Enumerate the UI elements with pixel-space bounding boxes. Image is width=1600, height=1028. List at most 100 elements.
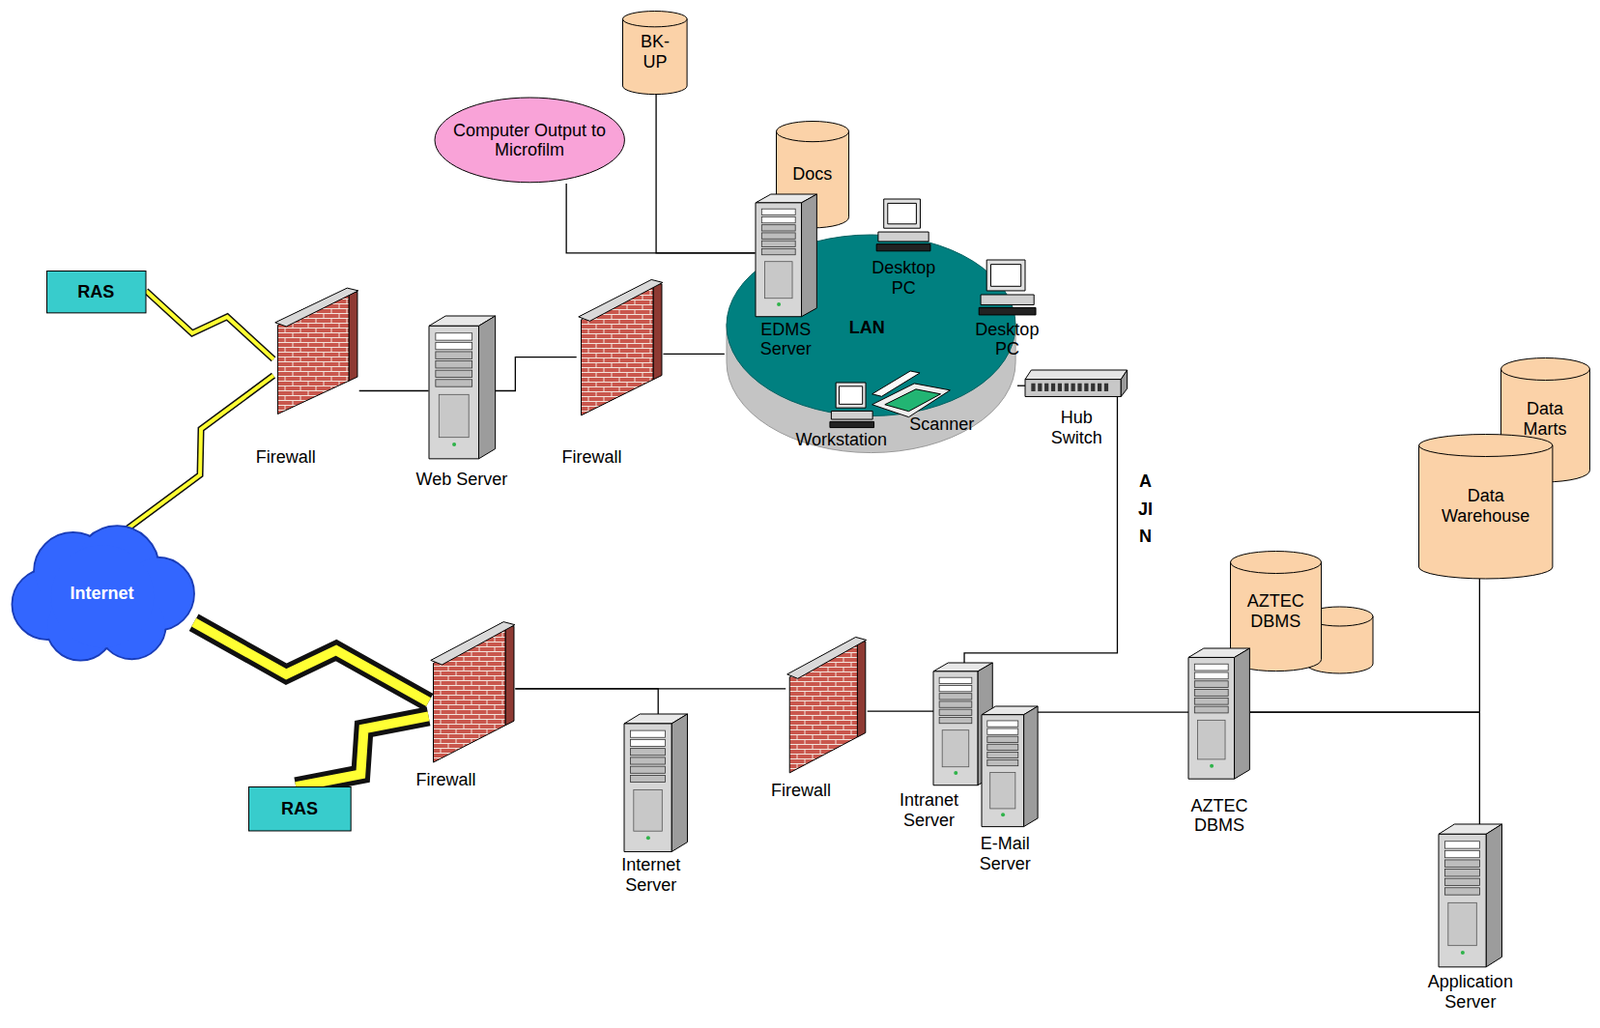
link-line (662, 353, 724, 355)
node-text: RAS (77, 282, 115, 303)
server-side (1485, 824, 1502, 968)
link-line (1037, 712, 1189, 714)
firewall-wall: Firewall (273, 284, 360, 417)
server-tower: Web Server (428, 315, 496, 459)
server-tower-outline (624, 714, 687, 853)
bolt-edge (295, 715, 429, 787)
firewall-icon (787, 636, 867, 772)
wall-side (653, 284, 662, 380)
node-label: Desktop PC (862, 257, 944, 298)
wall-cap (429, 622, 515, 665)
desktop-pc-outline (977, 259, 1037, 316)
pc-icon (876, 199, 931, 252)
cylinder-top (1419, 433, 1553, 457)
network-link (1037, 712, 1189, 714)
node-text: Computer Output to Microfilm (453, 120, 606, 161)
ellipse-fill (434, 97, 625, 183)
keyboard (829, 421, 875, 428)
lightning-link (145, 290, 274, 360)
lightning-link (295, 715, 429, 787)
scanner-glass (885, 389, 942, 412)
node-label: Internet Server (604, 855, 697, 895)
link-line (1017, 385, 1026, 387)
cpu-box (980, 294, 1034, 305)
scanner-device-outline (870, 370, 950, 419)
network-link (1250, 712, 1481, 825)
server-icon (981, 706, 1038, 828)
hub-icon (1025, 370, 1128, 397)
database-cylinder: Data Warehouse (1418, 433, 1553, 579)
cylinder-top (775, 120, 849, 142)
network-link (494, 357, 577, 392)
server-side (671, 714, 687, 853)
firewall-wall: Firewall (428, 617, 516, 766)
screen (887, 202, 917, 224)
network-link (514, 688, 658, 715)
server-tower: AZTEC DBMS (1188, 648, 1250, 779)
firewall-icon (429, 622, 515, 763)
keyboard (876, 244, 931, 252)
monitor (884, 199, 921, 229)
desktop-pc: Desktop PC (977, 259, 1037, 316)
keyboard (978, 308, 1036, 316)
server-tower-outline (755, 194, 817, 317)
network-link (867, 711, 935, 713)
disc-top (726, 234, 1016, 417)
server-side (478, 315, 495, 459)
server-tower-outline (981, 706, 1038, 828)
ras-box: RAS (46, 270, 147, 314)
cloud-fill (12, 526, 193, 659)
firewall-wall-outline (273, 284, 360, 417)
node-text: AZTEC DBMS (1237, 591, 1315, 631)
server-side (1024, 706, 1039, 828)
server-front (1438, 834, 1486, 969)
node-text: LAN (849, 317, 886, 339)
node-label: Application Server (1414, 971, 1527, 1012)
server-front (428, 326, 479, 460)
wall-side (857, 641, 866, 738)
node-label: EDMS Server (749, 319, 822, 360)
box-fill (248, 787, 351, 831)
workstation-pc-outline (828, 382, 876, 429)
server-tower: Internet Server (624, 714, 687, 853)
link-line (867, 710, 935, 712)
bolt-core (145, 290, 274, 360)
scanner-lid (872, 371, 920, 397)
firewall-wall-outline (785, 632, 867, 776)
server-icon (1188, 648, 1250, 779)
server-icon (1438, 824, 1502, 968)
bolt-edge (145, 290, 274, 360)
ras-box: RAS (248, 786, 352, 831)
server-tower-outline (428, 315, 496, 459)
cpu-box (830, 410, 873, 420)
hub-switch: Hub Switch (1025, 370, 1128, 397)
cylinder-top (1500, 357, 1590, 380)
node-label: Desktop PC (966, 319, 1048, 360)
cpu-box (878, 231, 929, 242)
firewall-icon (275, 287, 359, 414)
workstation-pc: Workstation (828, 382, 876, 429)
link-line (494, 357, 577, 392)
server-side (1234, 648, 1251, 779)
node-text: RAS (281, 799, 318, 820)
link-line (964, 397, 1117, 664)
screen (990, 264, 1021, 287)
bolt-core (194, 622, 429, 702)
scanner-device: Scanner (870, 370, 950, 419)
cylinder-body (1419, 445, 1553, 579)
network-link (1017, 385, 1026, 387)
cylinder-body (623, 18, 688, 94)
server-icon (428, 315, 496, 459)
network-link (964, 397, 1117, 664)
link-label: AJIN (1137, 467, 1155, 551)
bolt-edge (194, 622, 429, 702)
firewall-icon (577, 280, 662, 416)
wall-side (348, 291, 358, 381)
link-line (566, 183, 755, 254)
node-label: Firewall (234, 447, 338, 468)
wall-cap (577, 280, 662, 322)
server-tower: EDMS Server (755, 194, 817, 317)
firewall-wall-outline (428, 617, 516, 766)
wall-cap (787, 636, 867, 679)
